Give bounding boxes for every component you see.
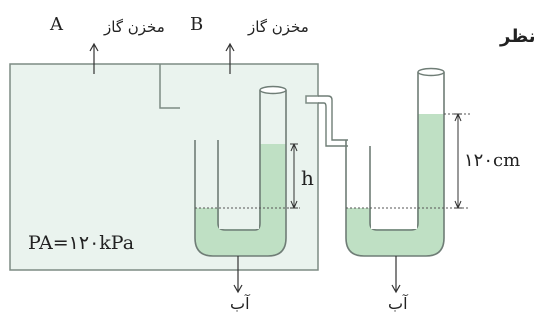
water-left-arrow <box>233 256 243 294</box>
left-u-tube <box>194 90 287 257</box>
tank-b-wall <box>159 64 180 109</box>
water-right-arrow <box>391 256 401 294</box>
tank-a-letter: A <box>50 14 63 35</box>
water-left-label: آب <box>230 294 250 313</box>
right-tube-top <box>417 67 445 77</box>
tank-b-caption: مخزن گاز <box>248 18 309 36</box>
right-u-tube <box>345 72 445 257</box>
left-tube-top <box>259 85 287 95</box>
corner-text: نظر <box>500 26 534 47</box>
right-u-tube-liquid <box>346 114 444 256</box>
right-dimension <box>454 113 462 209</box>
right-u-tube-core <box>371 208 417 229</box>
height-h-label: h <box>301 166 314 190</box>
tank-a-caption: مخزن گاز <box>104 18 165 36</box>
tank-b-arrow <box>225 42 235 74</box>
left-u-tube-liquid <box>195 144 286 256</box>
pressure-a-label: PA=۱۲۰kPa <box>28 232 135 254</box>
h-dimension <box>290 143 298 209</box>
tank-b-letter: B <box>190 14 204 35</box>
height-right-label: ۱۲۰cm <box>464 150 521 171</box>
water-right-label: آب <box>388 294 408 313</box>
tank-a-arrow <box>89 42 99 74</box>
left-u-tube-core <box>219 208 259 229</box>
connecting-pipe <box>318 95 348 147</box>
